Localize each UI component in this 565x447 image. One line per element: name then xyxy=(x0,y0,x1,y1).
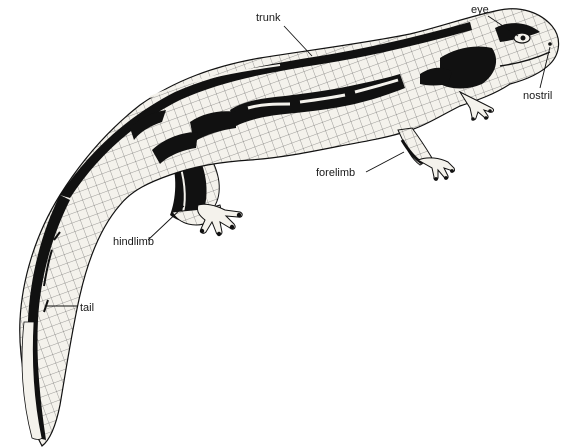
trunk-leader xyxy=(284,26,312,56)
nostril-shape xyxy=(548,42,552,46)
eye-label: eye xyxy=(471,4,489,16)
tail-label: tail xyxy=(80,302,94,314)
forelimb-leader xyxy=(366,152,404,172)
hindlimb-label: hindlimb xyxy=(113,236,154,248)
forelimb-label: forelimb xyxy=(316,167,355,179)
hindlimb-leader xyxy=(148,206,184,240)
body-shape xyxy=(20,9,559,446)
nostril-label: nostril xyxy=(523,90,552,102)
trunk-label: trunk xyxy=(256,12,280,24)
